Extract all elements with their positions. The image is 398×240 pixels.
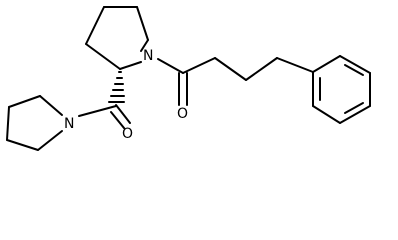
bond-amide-c-o-2 xyxy=(110,111,125,129)
bond-chain-1 xyxy=(182,57,216,74)
molecule-structure: N N O O xyxy=(6,6,371,151)
atom-n-pyrrolidine: N xyxy=(64,116,74,132)
bond-ring2-c3-c4 xyxy=(6,139,39,151)
atom-n-ring: N xyxy=(143,48,153,64)
bond-amide-c-o-1 xyxy=(115,104,131,124)
atom-o-butanoyl: O xyxy=(177,106,188,122)
bond-chain-3 xyxy=(245,57,278,81)
bond-benzene-5 xyxy=(312,105,341,124)
bond-benzene-4 xyxy=(339,105,371,124)
bond-chain-2 xyxy=(214,57,247,81)
bond-ring2-c4-n xyxy=(37,130,63,151)
bond-ring-c4-c1 xyxy=(85,6,105,45)
bond-benzene-inner-1 xyxy=(344,64,364,76)
stereo-hashed-bond xyxy=(108,71,125,103)
bond-ring2-c2-c3 xyxy=(6,106,10,141)
bond-benzene-1 xyxy=(312,55,341,73)
bond-benzene-inner-2 xyxy=(344,102,364,114)
bond-ring2-n-c1 xyxy=(39,95,63,116)
bond-ring-c2-c3 xyxy=(136,6,149,41)
bond-amide-c-n xyxy=(78,105,117,117)
bond-ring-n-c5 xyxy=(119,61,142,70)
bond-benzene-2 xyxy=(339,55,371,74)
bond-ring-c5-c4 xyxy=(85,43,121,70)
bond-ring2-c1-c2 xyxy=(8,95,41,108)
atom-o-prolyl: O xyxy=(122,126,133,142)
bond-chain-4 xyxy=(276,57,314,73)
bond-ring-c3-n xyxy=(140,39,149,52)
bond-n-carbonyl xyxy=(157,58,184,74)
